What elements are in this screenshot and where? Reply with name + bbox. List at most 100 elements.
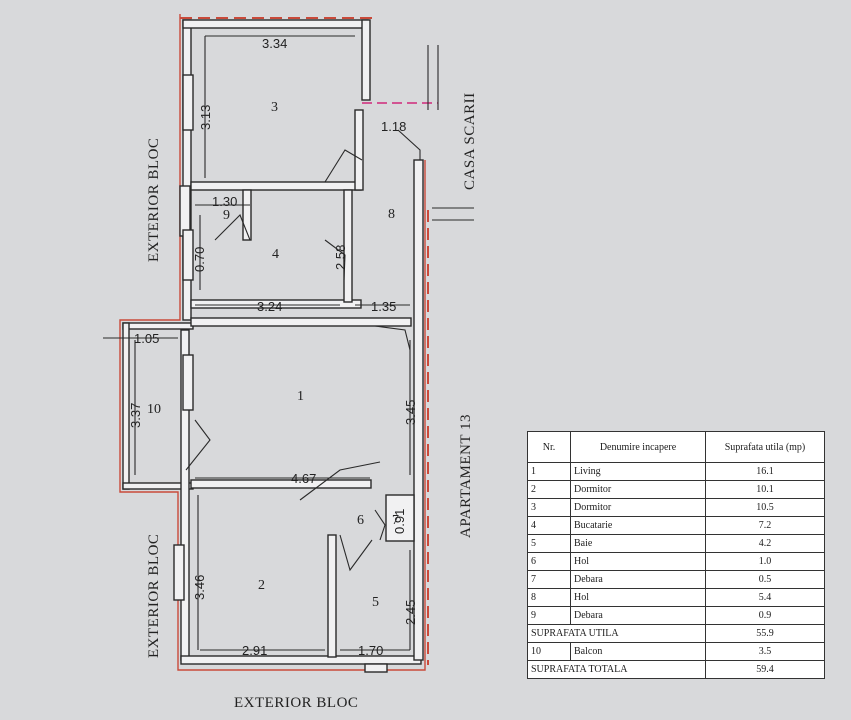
- room-10-label: 10: [147, 402, 161, 417]
- exterior-bloc-left-top: EXTERIOR BLOC: [146, 138, 162, 262]
- dim-291: 2.91: [242, 643, 267, 658]
- balcon-row: 10 Balcon 3.5: [527, 642, 825, 661]
- row-nr: 7: [527, 570, 571, 589]
- row-nr: 5: [527, 534, 571, 553]
- row-name: Hol: [570, 588, 706, 607]
- room7-box: [385, 494, 415, 542]
- row-name: Hol: [570, 552, 706, 571]
- door-balcony: [185, 419, 211, 471]
- row-area: 0.9: [705, 606, 825, 625]
- wall-right: [413, 159, 424, 661]
- header-area: Suprafata utila (mp): [705, 431, 825, 463]
- dim-070: 0.70: [192, 247, 207, 272]
- row-name: Baie: [570, 534, 706, 553]
- row-name: Living: [570, 462, 706, 481]
- exterior-bloc-left-bottom: EXTERIOR BLOC: [146, 534, 162, 658]
- row-name: Dormitor: [570, 498, 706, 517]
- row-area: 16.1: [705, 462, 825, 481]
- dim-118: 1.18: [381, 119, 406, 134]
- wall-room4-bottom: [190, 299, 362, 309]
- wall-bottom: [180, 655, 422, 665]
- balcon-name: Balcon: [570, 642, 706, 661]
- header-nr: Nr.: [527, 431, 571, 463]
- balcon-nr: 10: [527, 642, 571, 661]
- room-8-label: 8: [388, 207, 395, 222]
- window-room5: [364, 663, 388, 673]
- window-room4: [182, 229, 194, 281]
- suprafata-totala-value: 59.4: [705, 660, 825, 679]
- dim-345: 3.45: [403, 400, 418, 425]
- row-area: 10.1: [705, 480, 825, 499]
- dim-245: 2.45: [403, 600, 418, 625]
- wall-balcony-top: [122, 322, 194, 330]
- row-name: Bucatarie: [570, 516, 706, 535]
- room-2-label: 2: [258, 578, 265, 593]
- suprafata-totala-row: SUPRAFATA TOTALA 59.4: [527, 660, 825, 679]
- dim-091: 0.91: [392, 509, 407, 534]
- room-7-label: 7: [392, 513, 399, 528]
- wall-room3-right: [354, 109, 364, 191]
- door-room5: [339, 534, 373, 572]
- row-nr: 9: [527, 606, 571, 625]
- row-name: Debara: [570, 606, 706, 625]
- casa-scarii-label: CASA SCARII: [462, 92, 478, 190]
- dim-135: 1.35: [371, 299, 396, 314]
- area-table-header: Nr. Denumire incapere Suprafata utila (m…: [527, 431, 825, 463]
- suprafata-utila-row: SUPRAFATA UTILA 55.9: [527, 624, 825, 643]
- row-area: 0.5: [705, 570, 825, 589]
- row-nr: 6: [527, 552, 571, 571]
- window-room1: [182, 354, 194, 411]
- dim-467: 4.67: [291, 471, 316, 486]
- row-nr: 4: [527, 516, 571, 535]
- row-area: 7.2: [705, 516, 825, 535]
- suprafata-totala-label: SUPRAFATA TOTALA: [527, 660, 706, 679]
- wall-room9-left: [179, 185, 191, 237]
- door-room9: [214, 214, 251, 241]
- door-room3: [324, 149, 363, 183]
- row-name: Dormitor: [570, 480, 706, 499]
- apartament-label: APARTAMENT 13: [458, 414, 474, 538]
- row-nr: 8: [527, 588, 571, 607]
- room-3-label: 3: [271, 100, 278, 115]
- door-room6: [299, 461, 381, 501]
- room-9-label: 9: [223, 208, 230, 223]
- wall-room1-bottom: [190, 479, 372, 489]
- window-room3: [182, 74, 194, 131]
- row-name: Debara: [570, 570, 706, 589]
- row-area: 1.0: [705, 552, 825, 571]
- row-nr: 1: [527, 462, 571, 481]
- row-nr: 2: [527, 480, 571, 499]
- door-entry: [397, 129, 421, 160]
- door-room1: [374, 325, 411, 351]
- balcon-area: 3.5: [705, 642, 825, 661]
- dim-337: 3.37: [128, 403, 143, 428]
- row-nr: 3: [527, 498, 571, 517]
- wall-room3-bottom: [190, 181, 362, 191]
- dim-170: 1.70: [358, 643, 383, 658]
- wall-top-right: [361, 19, 371, 101]
- row-area: 4.2: [705, 534, 825, 553]
- door-room4: [324, 239, 346, 281]
- suprafata-utila-value: 55.9: [705, 624, 825, 643]
- room-5-label: 5: [372, 595, 379, 610]
- dim-324: 3.24: [257, 299, 282, 314]
- wall-top: [182, 19, 369, 29]
- dim-105: 1.05: [134, 331, 159, 346]
- wall-room1-top: [190, 317, 412, 327]
- room-1-label: 1: [297, 389, 304, 404]
- exterior-bloc-bottom: EXTERIOR BLOC: [234, 695, 358, 711]
- dim-346: 3.46: [192, 575, 207, 600]
- dim-334: 3.34: [262, 36, 287, 51]
- dim-130: 1.30: [212, 194, 237, 209]
- area-table: Nr. Denumire incapere Suprafata utila (m…: [527, 431, 825, 679]
